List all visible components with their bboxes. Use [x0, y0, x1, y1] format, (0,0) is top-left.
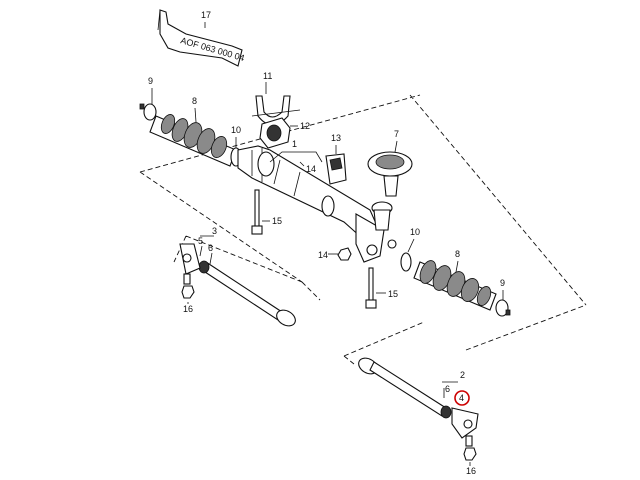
callout-1: 1	[292, 139, 297, 149]
callout-13: 13	[331, 133, 341, 143]
callout-14-nut: 14	[318, 250, 328, 260]
callout-16-right: 16	[466, 466, 476, 476]
callout-10-right: 10	[410, 227, 420, 237]
clamp-left[interactable]	[139, 103, 157, 121]
tie-rod-end-right[interactable]	[451, 407, 479, 447]
callout-4: 4	[459, 393, 464, 403]
callout-9-right: 9	[500, 278, 505, 288]
callout-12: 12	[300, 121, 310, 131]
pinion-shaft[interactable]	[371, 201, 393, 231]
nut-16-left[interactable]	[181, 285, 195, 299]
callout-6-right: 6	[445, 384, 450, 394]
clamp-right[interactable]	[495, 299, 511, 317]
callout-6-left: 6	[208, 243, 213, 253]
callout-11: 11	[263, 71, 272, 81]
callout-10-left: 10	[231, 125, 241, 135]
callout-17: 17	[201, 10, 211, 20]
clamp-10-right[interactable]	[400, 252, 412, 272]
callout-7: 7	[394, 129, 399, 139]
tie-rod-end-left[interactable]	[179, 243, 201, 285]
tie-rod-right[interactable]	[356, 355, 452, 419]
callout-2: 2	[460, 370, 465, 380]
nut-14[interactable]	[337, 247, 352, 261]
boot-left[interactable]	[149, 112, 237, 167]
callout-15-left: 15	[272, 216, 282, 226]
callout-5: 5	[198, 236, 203, 246]
boot-right[interactable]	[413, 258, 497, 311]
callout-16-left: 16	[183, 304, 193, 314]
small-bracket[interactable]	[325, 153, 347, 185]
callout-8-right: 8	[455, 249, 460, 259]
callout-15-right: 15	[388, 289, 398, 299]
rubber-mount[interactable]	[259, 117, 291, 149]
nut-16-right[interactable]	[463, 447, 477, 461]
tie-rod-left[interactable]	[198, 260, 298, 329]
highlighted-part-4[interactable]: 4	[454, 390, 470, 406]
callout-8-left: 8	[192, 96, 197, 106]
rack-housing[interactable]	[237, 145, 397, 263]
bolt-15-left[interactable]	[251, 189, 263, 235]
callout-14-top: 14	[306, 164, 316, 174]
right-tierod-frame	[343, 321, 425, 365]
seal-ring[interactable]	[367, 151, 413, 197]
left-tierod-frame	[173, 235, 303, 283]
callout-3: 3	[212, 226, 217, 236]
callout-9-left: 9	[148, 76, 153, 86]
bolt-15-right[interactable]	[365, 267, 377, 309]
